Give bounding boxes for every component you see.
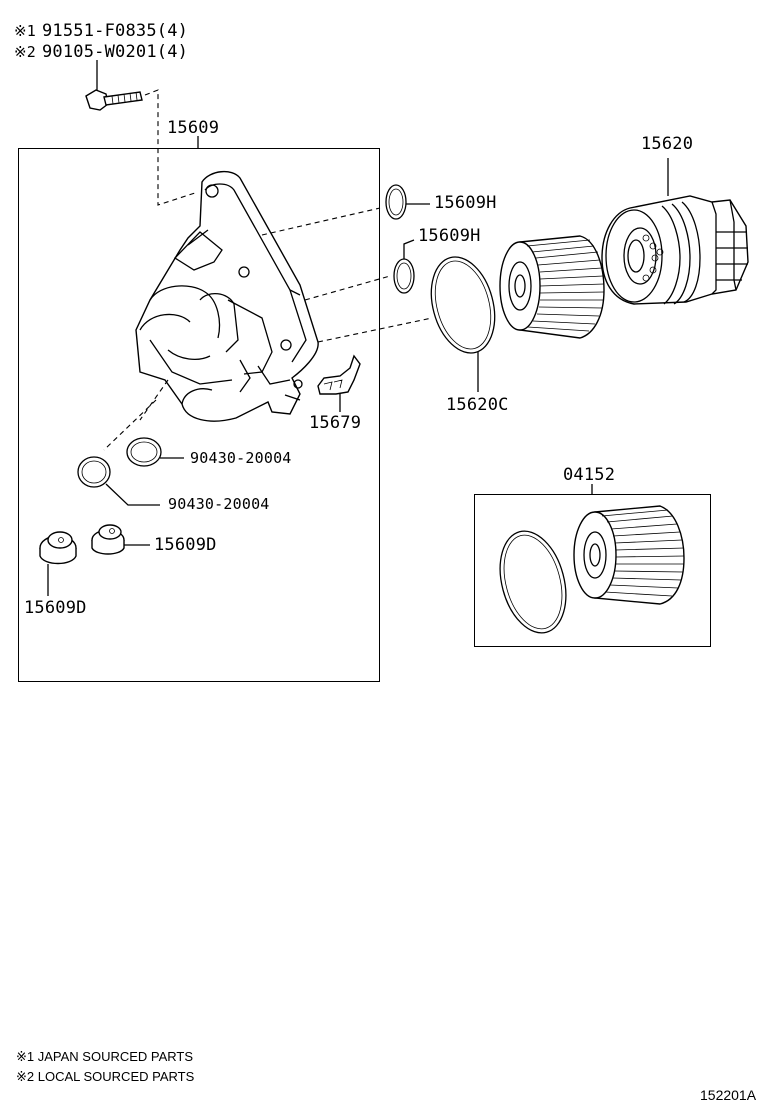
o-ring-lower [393,239,415,294]
gasket-upper [126,437,184,467]
filter-element [499,235,605,339]
plug-right [91,524,150,555]
note2-part-number[interactable]: 90105-W0201(4) [42,42,189,62]
housing-assembly-frame [18,148,380,682]
plug-left-callout[interactable]: 15609D [24,598,87,618]
gasket-lower-callout[interactable]: 90430-20004 [168,495,270,513]
element-kit-callout[interactable]: 04152 [563,465,616,485]
illustration-code: 152201A [700,1087,757,1103]
note1-mark: ※1 [14,22,36,40]
gasket-upper-callout[interactable]: 90430-20004 [190,449,292,467]
o-ring-upper-callout[interactable]: 15609H [434,193,497,213]
o-ring-lower-callout[interactable]: 15609H [418,226,481,246]
note2-mark: ※2 [14,43,36,61]
cap-o-ring-callout[interactable]: 15620C [446,395,509,415]
kit-filter-element [573,484,685,605]
o-ring-upper [385,184,430,220]
bracket-callout[interactable]: 15679 [309,413,362,433]
housing-assembly-callout[interactable]: 15609 [167,118,220,138]
note1-part-number[interactable]: 91551-F0835(4) [42,21,189,41]
bracket-part [317,354,361,412]
plug-right-callout[interactable]: 15609D [154,535,217,555]
element-kit-frame [474,494,711,647]
legend-note-1: ※1 JAPAN SOURCED PARTS [16,1049,194,1064]
legend-note-2: ※2 LOCAL SOURCED PARTS [16,1069,195,1084]
kit-o-ring [499,530,567,634]
bolt-icon [85,60,199,206]
filter-cap [601,158,749,305]
plug-left [39,531,77,596]
cap-o-ring [430,256,496,392]
gasket-lower [77,456,160,506]
filter-cap-callout[interactable]: 15620 [641,134,694,154]
oil-filter-housing [135,171,319,422]
